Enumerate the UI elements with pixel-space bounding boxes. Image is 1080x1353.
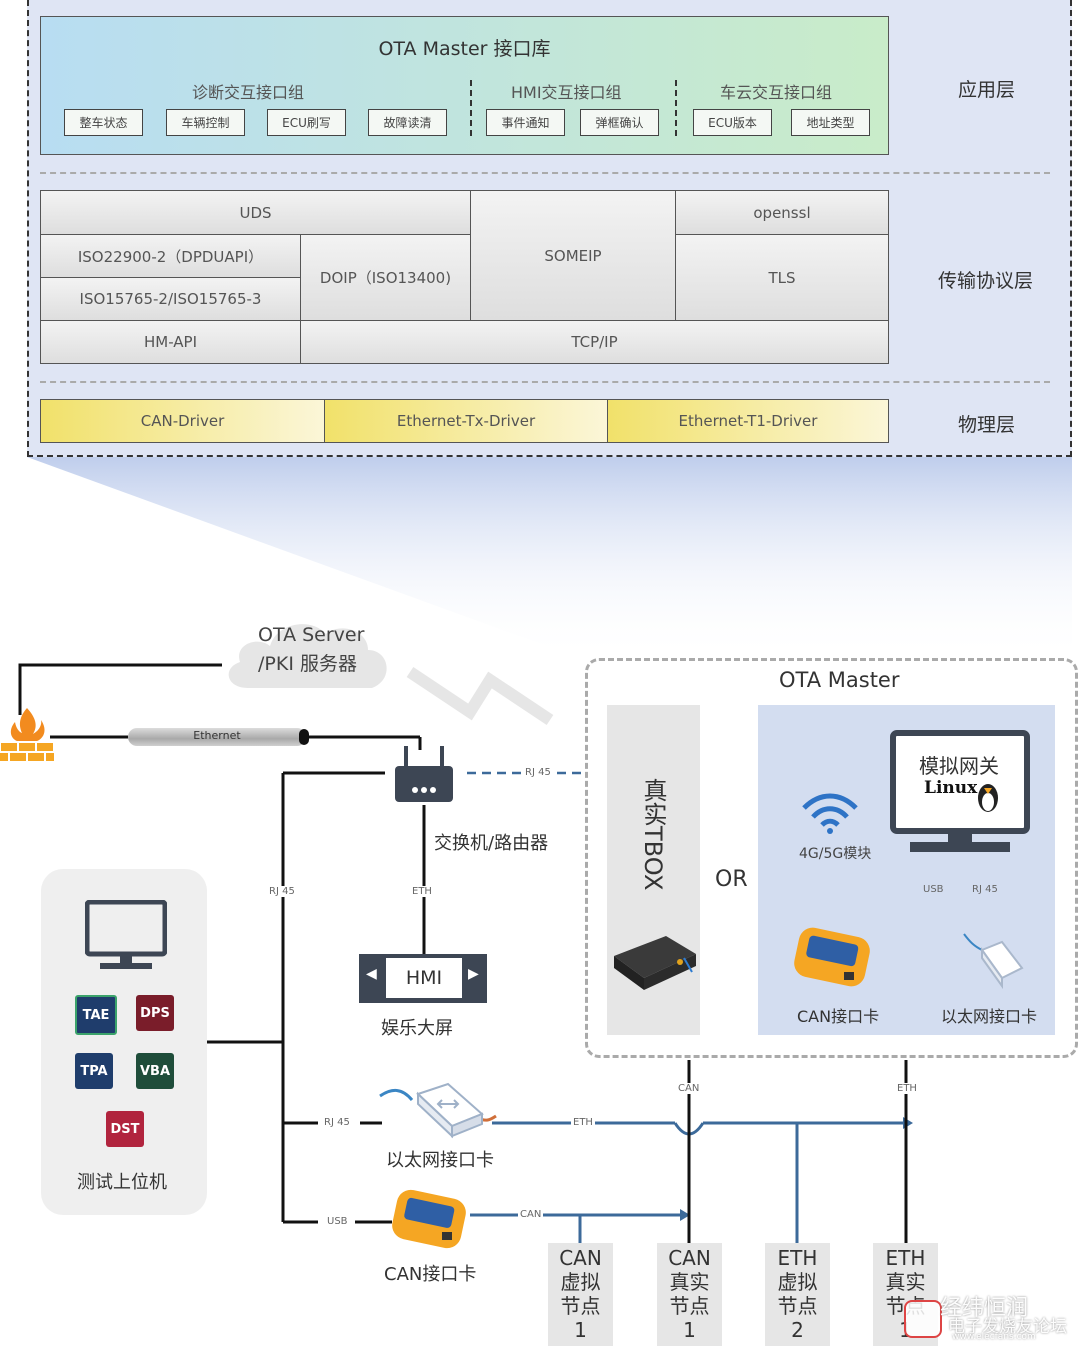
cell-hmapi: HM-API — [40, 320, 301, 364]
tae-logo: TAE — [75, 995, 117, 1035]
interface-button[interactable]: ECU版本 — [693, 109, 772, 136]
conn-label: RJ 45 — [970, 884, 1000, 895]
interface-button[interactable]: 事件通知 — [486, 109, 565, 136]
test-pc-label: 测试上位机 — [77, 1172, 167, 1193]
ethernet-cable-label: Ethernet — [193, 729, 241, 742]
gateway-can-card-icon — [794, 927, 870, 987]
cell-uds: UDS — [40, 190, 471, 235]
test-pc-panel — [41, 869, 207, 1215]
watermark-url: www.elecfans.com — [952, 1332, 1036, 1342]
watermark: 经纬恒润 电子发烧友论坛 www.elecfans.com — [900, 1290, 1075, 1348]
interface-button[interactable]: 故障读清 — [368, 109, 447, 136]
layer-divider — [40, 381, 1050, 383]
or-label: OR — [715, 867, 748, 892]
gateway-eth-card-icon — [963, 933, 1024, 990]
interface-button[interactable]: 地址类型 — [791, 109, 870, 136]
ethernet-card-icon — [379, 1082, 497, 1139]
can-card-label: CAN接口卡 — [384, 1264, 477, 1285]
layer-label-physical: 物理层 — [958, 414, 1016, 436]
server-label: /PKI 服务器 — [258, 653, 357, 675]
cloud-icon — [228, 624, 387, 688]
firewall-icon — [0, 708, 54, 763]
group-divider — [470, 80, 472, 136]
conn-label: ETH — [895, 1083, 919, 1094]
interface-button[interactable]: ECU刷写 — [267, 109, 346, 136]
wifi-label: 4G/5G模块 — [799, 846, 872, 862]
driver-can: CAN-Driver — [40, 399, 325, 443]
arrow-left-icon: ◀ — [366, 966, 377, 982]
interface-button[interactable]: 车辆控制 — [166, 109, 245, 136]
cell-tcpip: TCP/IP — [300, 320, 889, 364]
watermark-text: 电子发烧友论坛 — [948, 1317, 1067, 1337]
conn-label: RJ 45 — [267, 886, 297, 897]
layer-divider — [40, 172, 1050, 174]
conn-label: USB — [325, 1216, 350, 1227]
router-label: 交换机/路由器 — [434, 833, 549, 854]
cell-tls: TLS — [675, 234, 889, 321]
conn-label: RJ 45 — [523, 767, 553, 778]
conn-label: CAN — [518, 1209, 544, 1220]
conn-label: USB — [921, 884, 946, 895]
conn-label: ETH — [410, 886, 434, 897]
cell-iso15765: ISO15765-2/ISO15765-3 — [40, 277, 301, 321]
driver-eth-t1: Ethernet-T1-Driver — [607, 399, 889, 443]
tbox-label: 真实TBOX — [639, 778, 667, 891]
cable-end — [299, 729, 309, 745]
dst-logo: DST — [106, 1111, 144, 1147]
conn-label: RJ 45 — [322, 1117, 352, 1128]
layer-label-transport: 传输协议层 — [938, 270, 1034, 292]
dps-logo: DPS — [136, 995, 174, 1031]
watermark-text: 经纬恒润 — [940, 1296, 1029, 1321]
conn-label: ETH — [571, 1117, 595, 1128]
library-title: OTA Master 接口库 — [378, 38, 551, 60]
gateway-can-card-label: CAN接口卡 — [797, 1007, 880, 1026]
tpa-logo: TPA — [75, 1053, 113, 1089]
monitor-icon — [85, 900, 167, 969]
group-title-hmi: HMI交互接口组 — [511, 83, 622, 102]
linux-label: Linux — [924, 778, 978, 798]
router-icon — [395, 746, 453, 802]
group-title-cloud: 车云交互接口组 — [720, 83, 833, 102]
vba-logo: VBA — [136, 1053, 174, 1089]
ota-master-title: OTA Master — [779, 668, 900, 692]
gateway-monitor-icon — [890, 730, 1030, 852]
gateway-label: 模拟网关 — [919, 754, 999, 778]
cell-someip: SOMEIP — [470, 190, 676, 321]
ethernet-cable — [128, 728, 306, 746]
watermark-logo-icon — [904, 1300, 942, 1338]
can-card-icon — [392, 1189, 466, 1249]
server-label: OTA Server — [258, 624, 365, 646]
gateway-eth-card-label: 以太网接口卡 — [941, 1007, 1038, 1026]
conn-label: CAN — [676, 1083, 702, 1094]
group-divider — [675, 80, 677, 136]
tbox-device-icon — [614, 936, 696, 990]
arrow-right-icon: ▶ — [468, 966, 479, 982]
hmi-label: 娱乐大屏 — [381, 1018, 453, 1039]
ethernet-card-label: 以太网接口卡 — [386, 1150, 494, 1171]
interface-button[interactable]: 整车状态 — [64, 109, 143, 136]
layer-label-app: 应用层 — [958, 79, 1016, 101]
group-title-diag: 诊断交互接口组 — [192, 83, 305, 102]
interface-button[interactable]: 弹框确认 — [580, 109, 659, 136]
wifi-icon — [802, 793, 858, 834]
hmi-screen-inner: HMI — [386, 958, 462, 998]
cell-openssl: openssl — [675, 190, 889, 235]
projection-fan — [27, 457, 1072, 660]
